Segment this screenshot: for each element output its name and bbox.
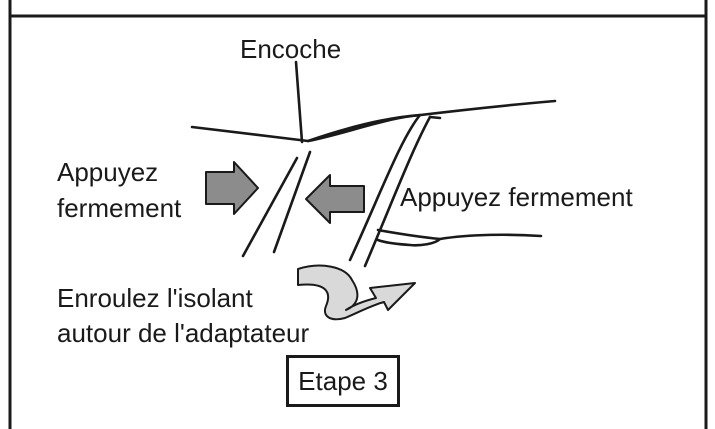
insulation-inner-edge xyxy=(428,115,442,120)
press-left-label-line2: fermement xyxy=(57,193,182,223)
wrap-arrow-icon xyxy=(297,264,416,321)
press-left-label-line1: Appuyez xyxy=(57,157,159,187)
wrap-label-line1: Enroulez l'isolant xyxy=(57,283,253,313)
insulation-cut-edge xyxy=(363,115,432,268)
press-arrow-left-icon xyxy=(205,161,259,215)
press-right-label: Appuyez fermement xyxy=(400,182,633,212)
pipe-bottom-edge xyxy=(438,233,543,241)
press-arrow-right-icon xyxy=(305,174,365,224)
pipe-insulation-drawing xyxy=(190,60,557,268)
step-indicator: Etape 3 xyxy=(286,355,400,407)
insulation-slit-edge xyxy=(272,150,312,254)
wrap-label-line2: autour de l'adaptateur xyxy=(57,318,310,348)
insulation-front-edge xyxy=(306,113,422,262)
insulation-left-edge xyxy=(241,156,299,258)
step-label: Etape 3 xyxy=(298,365,388,396)
notch-label: Encoche xyxy=(240,34,342,64)
adapter-body xyxy=(376,228,442,247)
notch-pointer-line xyxy=(294,60,304,144)
